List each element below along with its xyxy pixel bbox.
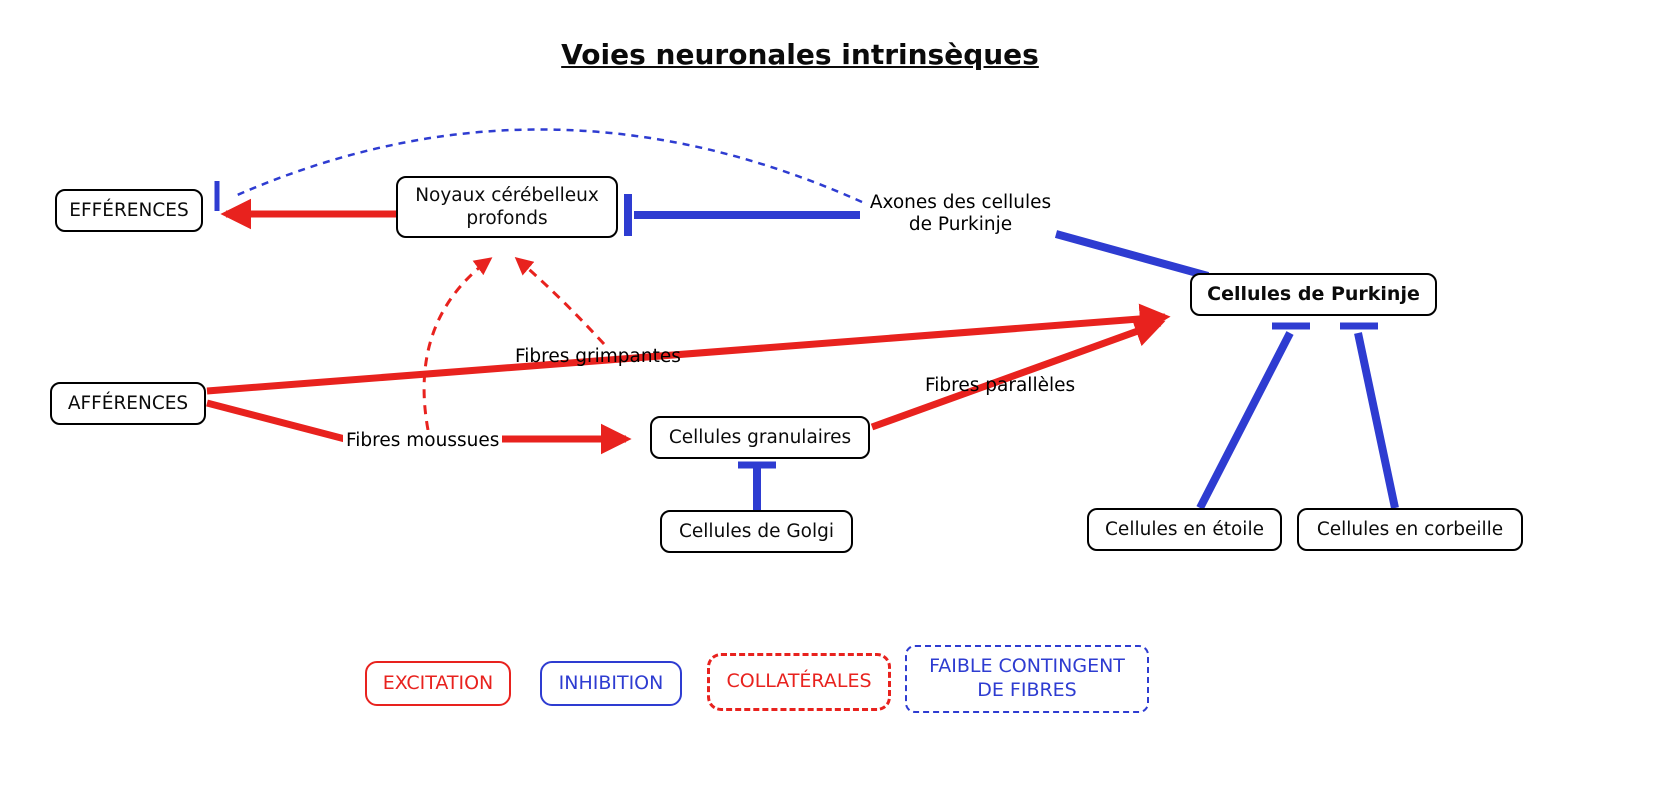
connector-purkinje-to-axones (1054, 230, 1210, 280)
collaterale-grimpantes-to-noyaux (514, 257, 606, 346)
diagram-title: Voies neuronales intrinsèques (561, 38, 1039, 71)
node-efferences: EFFÉRENCES (55, 189, 203, 232)
node-cellules-en-etoile: Cellules en étoile (1087, 508, 1282, 551)
label-fibres-paralleles: Fibres parallèles (925, 375, 1076, 396)
node-cellules-de-purkinje: Cellules de Purkinje (1190, 273, 1437, 316)
node-cellules-de-golgi: Cellules de Golgi (660, 510, 853, 553)
legend-excitation: EXCITATION (365, 661, 511, 706)
legend-collaterales: COLLATÉRALES (707, 653, 891, 711)
legend-faible-contingent-de-fibres: FAIBLE CONTINGENT DE FIBRES (905, 645, 1149, 713)
collaterale-moussues-to-noyaux (422, 257, 493, 431)
label-fibres-moussues: Fibres moussues (343, 430, 503, 453)
excitation-arrow-grimpantes-to-purkinje (206, 303, 1171, 395)
label-fibres-grimpantes: Fibres grimpantes (515, 346, 681, 367)
node-afferences: AFFÉRENCES (50, 382, 206, 425)
label-axones-des-cellules-de-purkinje: Axones des cellules de Purkinje (869, 192, 1052, 236)
weak-fibers-dashed-arc (234, 128, 863, 204)
inhibition-line-etoile-to-purkinje (1196, 331, 1294, 510)
node-cellules-granulaires: Cellules granulaires (650, 416, 870, 459)
legend-inhibition: INHIBITION (540, 661, 682, 706)
inhibition-line-corbeille-to-purkinje (1354, 332, 1399, 509)
node-noyaux-cerebelleux-profonds: Noyaux cérébelleux profonds (396, 176, 618, 238)
node-cellules-en-corbeille: Cellules en corbeille (1297, 508, 1523, 551)
excitation-arrow-paralleles-to-purkinje (870, 317, 1166, 431)
